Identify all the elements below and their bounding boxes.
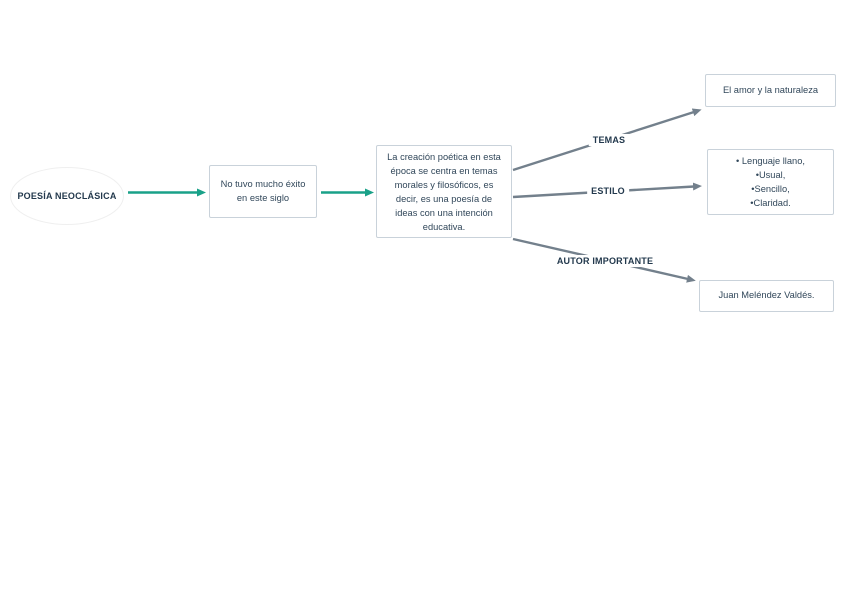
root-node: POESÍA NEOCLÁSICA	[10, 167, 124, 225]
branch-label-temas: TEMAS	[588, 134, 630, 146]
node-autor-text: Juan Meléndez Valdés.	[718, 290, 815, 301]
node-estilo-value: • Lenguaje llano, •Usual, •Sencillo, •Cl…	[707, 149, 834, 215]
node-exito-text: No tuvo mucho éxito en este siglo	[220, 179, 306, 203]
estilo-line: • Lenguaje llano,	[736, 156, 805, 166]
node-temas-text: El amor y la naturaleza	[722, 84, 819, 95]
estilo-line: •Claridad.	[750, 198, 791, 208]
branch-label-autor-importante: AUTOR IMPORTANTE	[552, 255, 658, 267]
estilo-line: •Usual,	[755, 170, 786, 180]
node-exito: No tuvo mucho éxito en este siglo	[209, 165, 317, 218]
node-autor-value: Juan Meléndez Valdés.	[699, 280, 834, 312]
node-creacion-text: La creación poética en esta época se cen…	[387, 151, 501, 232]
estilo-line: •Sencillo,	[751, 184, 790, 194]
node-temas-value: El amor y la naturaleza	[705, 74, 836, 107]
branch-label-estilo: ESTILO	[587, 185, 629, 197]
root-node-label: POESÍA NEOCLÁSICA	[17, 191, 117, 201]
node-creacion: La creación poética en esta época se cen…	[376, 145, 512, 238]
